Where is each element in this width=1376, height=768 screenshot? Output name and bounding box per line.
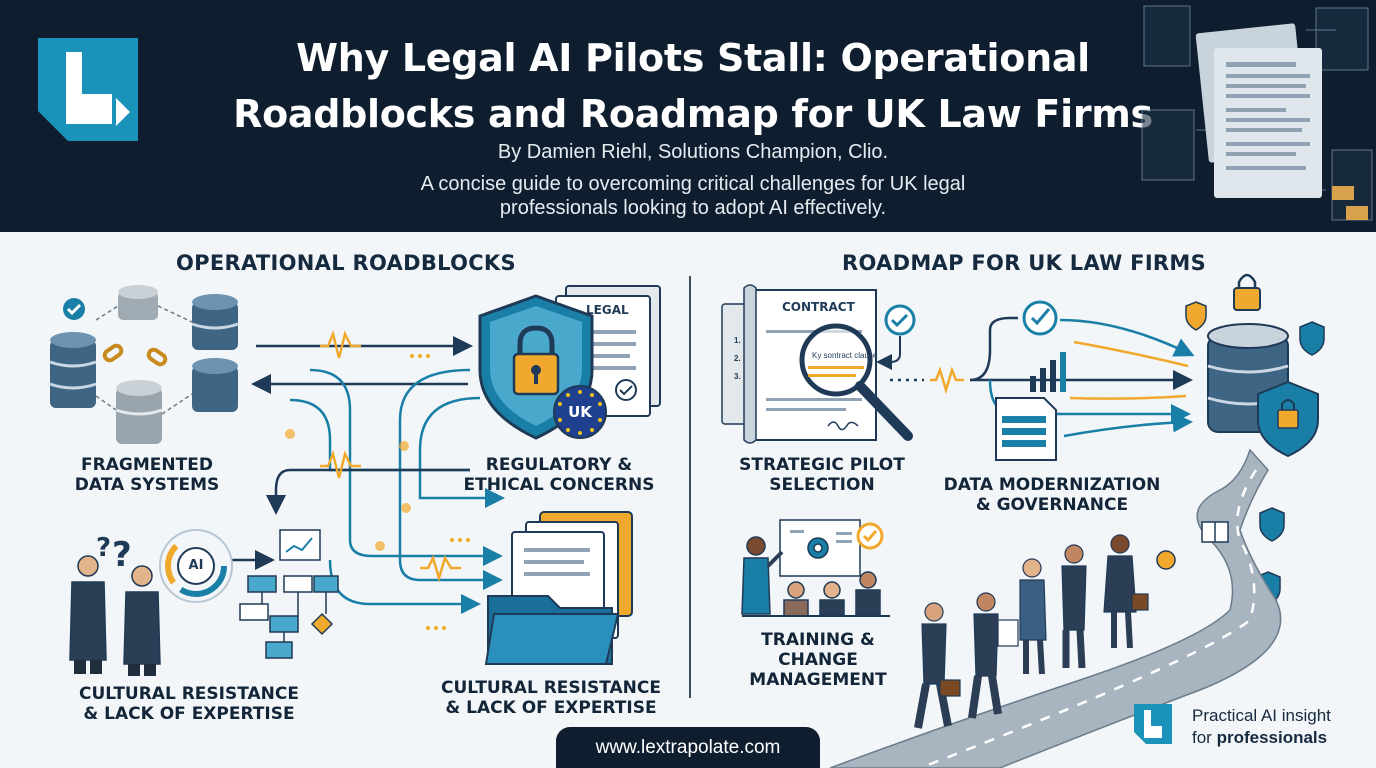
subtitle: A concise guide to overcoming critical c… [340,172,1046,220]
shield-badge-icon [1185,301,1325,606]
svg-text:?: ? [96,533,111,563]
lextrapolate-small-logo [1134,704,1172,744]
database-icon [49,332,97,408]
milestone-book-icon [1156,521,1229,570]
lextrapolate-logo [38,38,138,141]
contract-magnifier-icon [721,284,913,444]
label-strategic-pilot-selection: STRATEGIC PILOT SELECTION [739,455,905,495]
broken-chain-icon [102,343,168,367]
title-line-1: Why Legal AI Pilots Stall: Operational [296,36,1090,80]
page-title: Why Legal AI Pilots Stall: Operational R… [150,30,1236,142]
check-badge-icon [876,304,916,370]
database-icon [115,380,163,444]
database-icon [118,285,158,320]
document-collage-illustration [1141,5,1373,221]
check-badge-icon [63,298,85,320]
svg-text:?: ? [112,535,132,575]
walking-professionals-illustration [914,534,1149,729]
bar-chart-icon [1030,352,1066,392]
label-fragmented-data-systems: FRAGMENTED DATA SYSTEMS [74,455,220,495]
confused-people-icon: ? ? [69,533,161,676]
check-circle-icon [1022,300,1058,336]
subtitle-line-1: A concise guide to overcoming critical c… [420,173,966,195]
ai-dial-icon [159,529,233,603]
padlock-icon [1233,273,1261,311]
contract-clause-label: Ky sontract clause [812,351,878,360]
title-line-2: Roadblocks and Roadmap for UK Law Firms [233,92,1153,136]
footer-tagline: Practical AI insight for professionals [1192,706,1331,747]
roadblocks-heading: OPERATIONAL ROADBLOCKS [176,251,516,275]
tagline-line-2: for professionals [1192,728,1328,747]
section-divider [689,276,691,698]
spreadsheet-icon [995,397,1057,461]
secure-database-icon [1207,323,1319,458]
label-cultural-resistance-left: CULTURAL RESISTANCE & LACK OF EXPERTISE [79,684,299,724]
label-training-change-management: TRAINING & CHANGE MANAGEMENT [749,630,887,690]
label-data-modernization: DATA MODERNIZATION & GOVERNANCE [943,475,1161,515]
label-regulatory-ethical: REGULATORY & ETHICAL CONCERNS [463,455,655,495]
uk-badge-label: UK [568,403,592,421]
roadmap-heading: ROADMAP FOR UK LAW FIRMS [842,251,1207,275]
uk-eu-badge-icon [553,385,607,439]
legal-doc-label: LEGAL [586,303,629,317]
label-cultural-resistance-right: CULTURAL RESISTANCE & LACK OF EXPERTISE [441,678,661,718]
database-icon [191,294,239,350]
database-cluster-icon [49,285,239,444]
website-url[interactable]: www.lextrapolate.com [556,727,820,768]
contract-list-markers: 1. 2. 3. [734,336,741,381]
flowchart-icon [239,529,339,659]
header-banner: Why Legal AI Pilots Stall: Operational R… [0,0,1376,232]
byline: By Damien Riehl, Solutions Champion, Cli… [497,141,889,163]
contract-doc-label: CONTRACT [782,300,855,314]
training-presentation-icon [741,519,890,617]
subtitle-line-2: professionals looking to adopt AI effect… [499,197,887,219]
ai-dial-label: AI [188,558,204,573]
document-folder-icon [484,511,633,665]
database-icon [192,358,238,412]
